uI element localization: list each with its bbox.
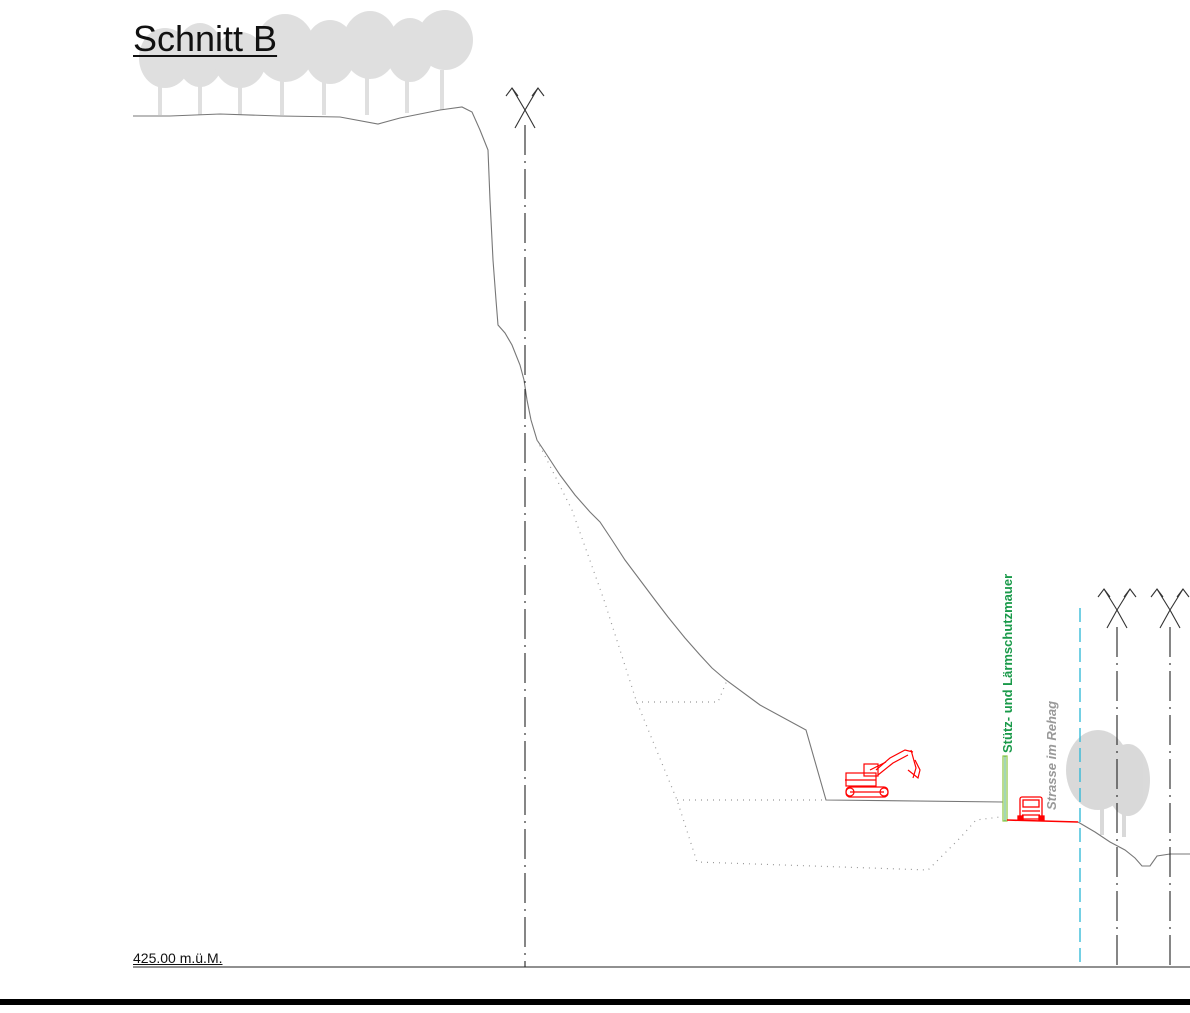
retaining-wall bbox=[1002, 755, 1008, 822]
frame-border bbox=[0, 999, 1190, 1005]
page-title: Schnitt B bbox=[133, 18, 278, 59]
double-chevron-axis-icon bbox=[1097, 588, 1137, 629]
tree-row-icon bbox=[139, 10, 473, 115]
double-chevron-axis-icon bbox=[505, 87, 545, 129]
terrain-line bbox=[133, 106, 1004, 803]
axis-lines bbox=[524, 125, 1171, 967]
wall-label: Stütz- und Lärmschutzmauer bbox=[1000, 574, 1015, 753]
reference-level-label: 425.00 m.ü.M. bbox=[133, 950, 223, 966]
tree-right-icon bbox=[1066, 730, 1150, 837]
terrain-right-line bbox=[1077, 821, 1190, 867]
double-chevron-axis-icon bbox=[1150, 588, 1190, 629]
road-label: Strasse im Rehag bbox=[1044, 701, 1059, 810]
truck-icon bbox=[1017, 796, 1045, 821]
excavator-icon bbox=[845, 749, 921, 798]
excavation-outline bbox=[536, 439, 1001, 871]
